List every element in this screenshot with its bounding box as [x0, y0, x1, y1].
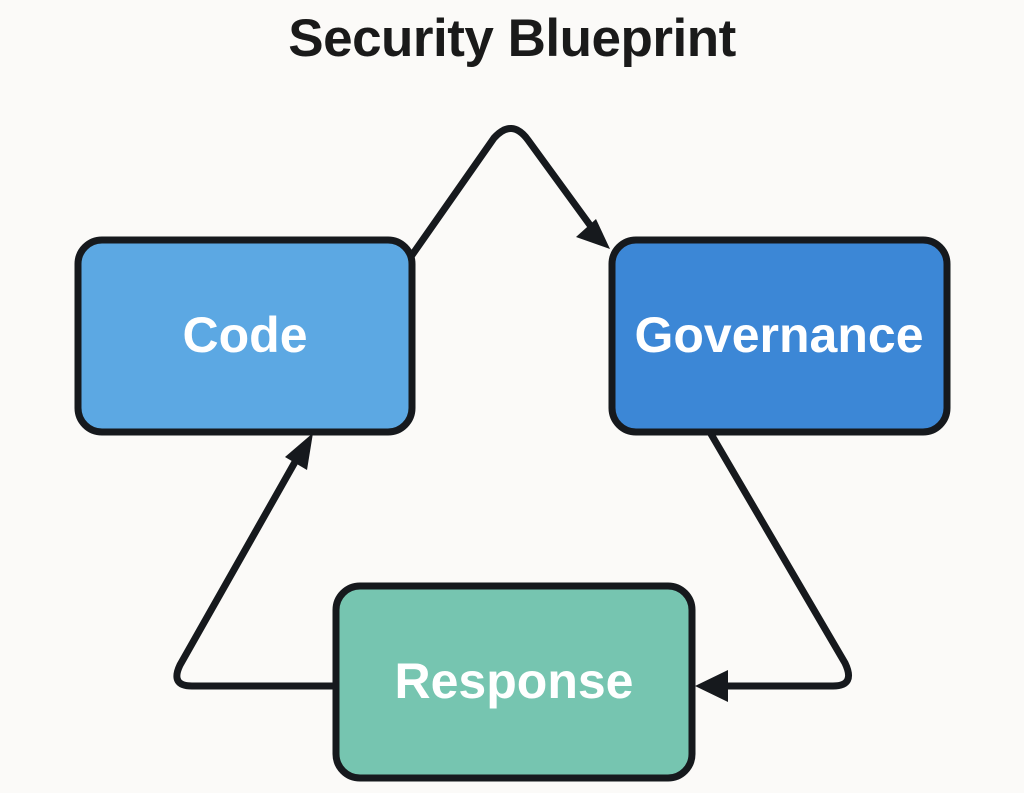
edge-response-to-code-arrowhead	[285, 433, 313, 470]
node-code[interactable]: Code	[74, 236, 416, 436]
edge-governance-to-response-line	[707, 430, 852, 690]
edge-governance-to-response-arrowhead	[695, 670, 728, 702]
node-code-label: Code	[183, 307, 308, 363]
node-response-box[interactable]	[332, 582, 696, 782]
node-response[interactable]: Response	[332, 582, 696, 782]
edge-governance-to-response	[695, 430, 852, 702]
node-governance[interactable]: Governance	[608, 236, 951, 436]
node-governance-label: Governance	[634, 307, 923, 363]
node-code-box[interactable]	[74, 236, 416, 436]
edge-code-to-governance-arrowhead	[576, 219, 610, 249]
page-title: Security Blueprint	[288, 9, 736, 68]
edge-code-to-governance-line	[406, 125, 599, 262]
node-governance-box[interactable]	[608, 236, 951, 436]
node-response-label: Response	[395, 653, 634, 709]
edge-code-to-governance	[406, 125, 610, 262]
edge-response-to-code-line	[173, 458, 338, 690]
edge-response-to-code	[173, 433, 338, 690]
